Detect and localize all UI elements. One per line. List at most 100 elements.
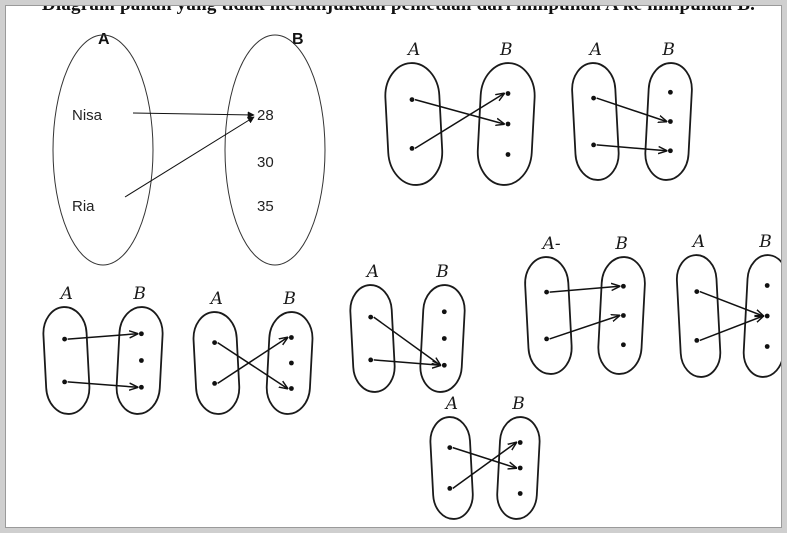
sketch-set-b-oval — [419, 284, 466, 393]
sketch-set-a-oval — [571, 62, 620, 181]
sketch-set-a-point — [694, 338, 700, 343]
sketch-set-a-label: A — [691, 232, 705, 252]
sketch-set-a-label: A — [588, 40, 602, 60]
typed-set-b-oval — [224, 34, 326, 266]
sketch-set-b-point — [289, 335, 294, 340]
typed-member-ria: Ria — [72, 198, 95, 215]
sketch-set-a-point — [62, 336, 67, 342]
sketch-set-b-point — [621, 342, 626, 348]
sketch-set-a-point — [544, 336, 549, 342]
sketch-set-b-point — [139, 384, 144, 390]
sketch-arrow — [67, 381, 138, 387]
typed-set-b-label: B — [292, 31, 304, 48]
sketch-set-b-point — [764, 283, 770, 288]
sketch-set-b-point — [517, 465, 523, 471]
sketch-set-b-point — [764, 313, 770, 319]
sketch-set-b-point — [441, 336, 447, 341]
sketch-arrow — [596, 144, 667, 151]
typed-arrow-ria-28 — [124, 116, 255, 198]
sketch-set-b-label: B — [614, 234, 628, 254]
sketch-set-b-point — [139, 358, 144, 363]
typed-set-a-oval — [52, 34, 154, 266]
sketch-set-b-label: B — [282, 289, 296, 309]
sketch-set-b-point — [289, 360, 294, 366]
sketch-set-a-label: A- — [541, 234, 561, 254]
sketch-set-b-oval — [265, 311, 314, 415]
sketch-arrow — [217, 338, 288, 385]
typed-member-nisa: Nisa — [72, 107, 103, 124]
sketch-set-a-point — [544, 289, 549, 295]
sketch-set-a-point — [409, 146, 415, 151]
sketch-set-a-point — [212, 340, 218, 345]
sketch-set-a-label: A — [209, 289, 223, 309]
sketch-set-b-point — [517, 491, 523, 496]
sketch-set-a-point — [212, 381, 218, 386]
sketch-set-a-point — [591, 142, 596, 148]
sketch-set-b-label: B — [758, 232, 772, 252]
sketch-set-a-label: A — [59, 284, 73, 304]
typed-member-28: 28 — [257, 107, 274, 124]
sketch-arrow — [373, 359, 441, 365]
sketch-set-b-point — [668, 148, 673, 154]
question-header: Diagram panah yang tidak menunjukkan pem… — [41, 0, 756, 15]
sketch-set-b-point — [764, 344, 770, 349]
sketch-set-a-point — [447, 486, 453, 491]
typed-member-30: 30 — [257, 154, 274, 171]
sketch-set-a-oval — [384, 62, 444, 186]
sketch-set-a-point — [62, 379, 67, 385]
sketch-arrow — [549, 316, 620, 340]
sketch-set-b-point — [441, 309, 447, 315]
sketch-set-b-point — [505, 152, 511, 157]
sketch-set-b-point — [441, 362, 447, 368]
typed-set-a-label: A — [98, 31, 110, 48]
typed-arrow-nisa-28 — [132, 111, 255, 119]
sketch-set-a-label: A — [444, 394, 458, 414]
sketch-set-b-label: B — [132, 284, 146, 304]
sketch-set-b-oval — [644, 62, 693, 181]
sketch-set-a-oval — [429, 416, 474, 520]
sketch-set-b-point — [621, 283, 626, 289]
sketch-set-a-oval — [524, 256, 573, 375]
sketch-diagram: A- B — [524, 234, 646, 375]
sketch-arrow — [217, 341, 288, 389]
sketch-set-b-oval — [496, 416, 541, 520]
sketch-set-a-label: A — [406, 40, 420, 60]
sketch-arrow — [452, 446, 516, 468]
sketch-arrow — [699, 290, 763, 316]
sketch-set-a-label: A — [365, 262, 379, 282]
sketch-set-b-point — [621, 313, 626, 318]
sketch-set-b-label: B — [661, 40, 675, 60]
sketch-arrow — [452, 443, 516, 490]
sketch-set-a-oval — [349, 284, 396, 393]
typed-arrow-diagram: A B Nisa Ria 28 30 35 — [52, 31, 326, 266]
sketch-arrow — [699, 316, 763, 342]
sketch-arrow — [67, 334, 138, 340]
sketch-arrow — [414, 94, 504, 150]
sketch-set-a-point — [409, 97, 415, 102]
sketch-set-b-point — [668, 119, 673, 124]
sketch-set-b-oval — [742, 254, 782, 378]
sketch-set-b-oval — [476, 62, 536, 186]
sketch-set-b-oval — [597, 256, 646, 375]
sketch-set-a-point — [694, 289, 700, 294]
sketch-set-b-point — [289, 386, 294, 391]
sketch-set-a-point — [447, 445, 453, 450]
sketch-set-b-label: B — [499, 40, 513, 60]
typed-member-35: 35 — [257, 198, 274, 215]
sketch-set-a-point — [368, 314, 374, 320]
sketch-set-a-point — [368, 357, 374, 363]
sketch-arrow — [414, 98, 504, 124]
sketch-set-a-oval — [42, 306, 91, 415]
sketch-set-b-point — [505, 91, 511, 96]
sketch-set-a-oval — [675, 254, 722, 378]
sketch-set-b-label: B — [435, 262, 449, 282]
sketch-set-b-point — [517, 440, 523, 445]
